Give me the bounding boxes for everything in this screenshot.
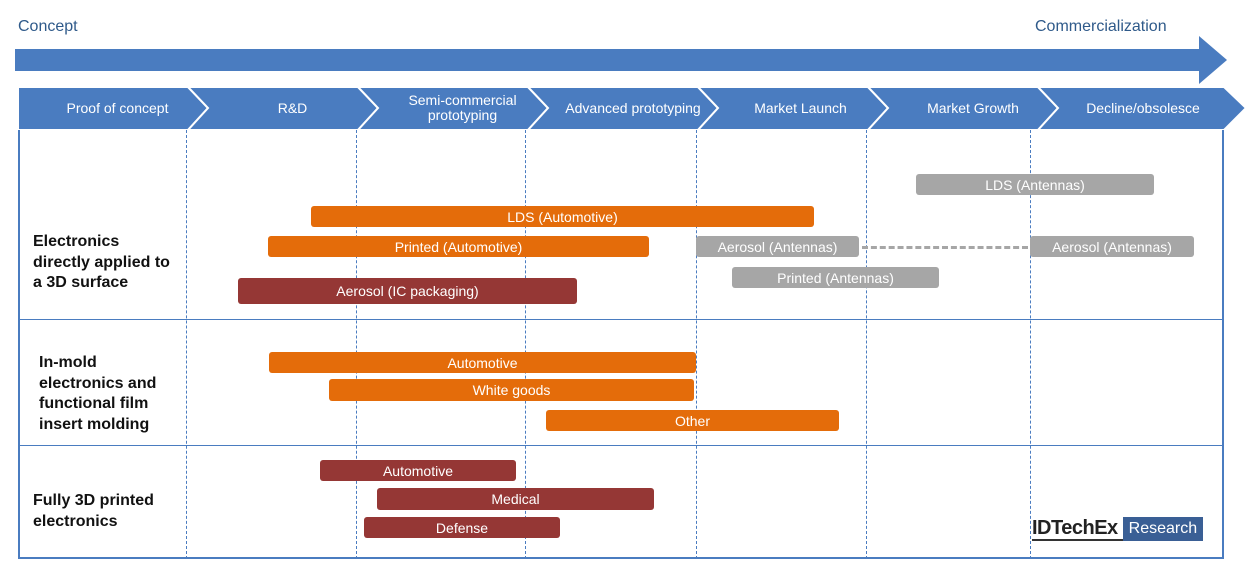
bar-3dp-automotive: Automotive (320, 460, 516, 481)
row-divider (18, 445, 1224, 446)
commercialization-label: Commercialization (1035, 18, 1167, 35)
stage-advanced-prototyping: Advanced prototyping (565, 99, 701, 116)
stage-decline: Decline/obsolesce (1086, 99, 1200, 116)
row-divider (18, 319, 1224, 320)
progress-arrow-head (1199, 36, 1227, 84)
row-label-3d-surface: Electronics directly applied to a 3D sur… (33, 233, 170, 291)
aerosol-antennas-dashed-link (862, 246, 1028, 249)
progress-arrow-shaft (15, 49, 1200, 71)
column-divider (525, 130, 526, 559)
bar-iml-other: Other (546, 410, 839, 431)
bar-3dp-medical: Medical (377, 488, 654, 510)
bar-printed-antennas: Printed (Antennas) (732, 267, 939, 288)
stage-market-launch: Market Launch (754, 99, 847, 116)
grid-frame (18, 130, 1224, 559)
logo-main-text: IDTechEx (1032, 517, 1123, 541)
bar-3dp-defense: Defense (364, 517, 560, 538)
logo-research-box: Research (1122, 517, 1204, 541)
stage-market-growth: Market Growth (927, 99, 1019, 116)
column-divider (186, 130, 187, 559)
bar-aerosol-antennas-launch: Aerosol (Antennas) (696, 236, 859, 257)
bar-printed-automotive: Printed (Automotive) (268, 236, 649, 257)
column-divider (356, 130, 357, 559)
stage-proof-of-concept: Proof of concept (66, 99, 169, 116)
bar-iml-automotive: Automotive (269, 352, 696, 373)
bar-lds-automotive: LDS (Automotive) (311, 206, 814, 227)
row-label-3d-printed: Fully 3D printed electronics (33, 492, 154, 530)
stage-chevron (1035, 86, 1248, 131)
bar-aerosol-ic-packaging: Aerosol (IC packaging) (238, 278, 577, 304)
column-divider (1030, 130, 1031, 559)
stage-rnd: R&D (277, 99, 308, 116)
bar-aerosol-antennas-decline: Aerosol (Antennas) (1030, 236, 1194, 257)
bar-lds-antennas: LDS (Antennas) (916, 174, 1154, 195)
row-label-in-mold: In-mold electronics and functional film … (39, 354, 157, 433)
stage-chevron-band (17, 86, 1248, 131)
column-divider (696, 130, 697, 559)
stage-semi-commercial-prototyping: Semi-commercial prototyping (408, 92, 517, 123)
idtechex-logo: IDTechEx Research (1032, 517, 1204, 541)
bar-iml-white-goods: White goods (329, 379, 694, 401)
concept-label: Concept (18, 18, 78, 35)
column-divider (866, 130, 867, 559)
